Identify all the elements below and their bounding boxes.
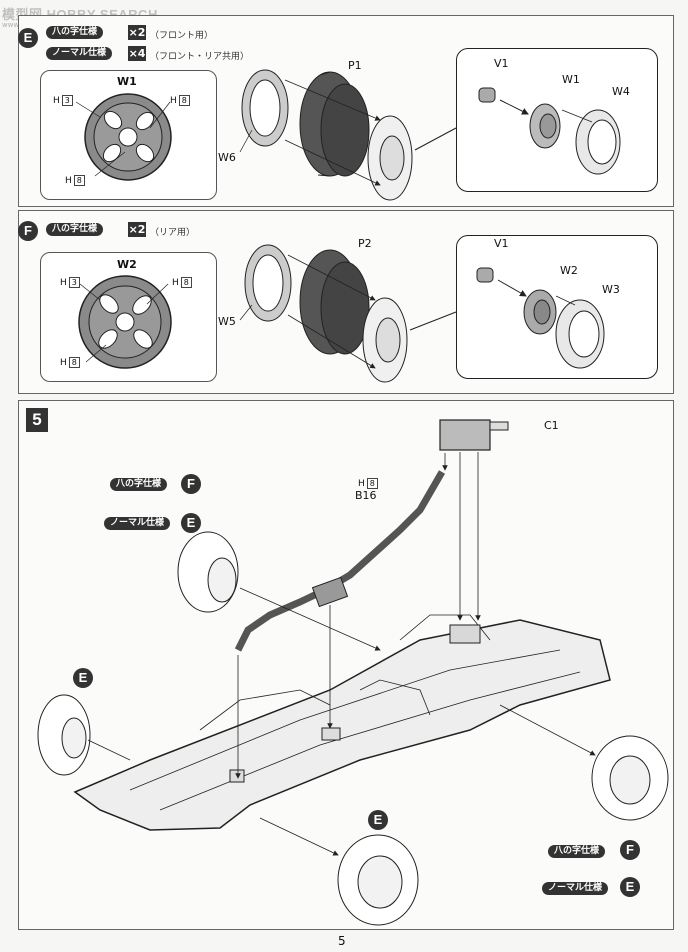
legend-bottom-style-e: ノーマル仕様: [542, 882, 609, 895]
panel-f-note: （リア用）: [150, 228, 196, 238]
wheel-w2-label: W2: [117, 258, 137, 271]
wheel-marker-bottom: E: [368, 810, 388, 830]
legend-bottom-marker-f: F: [620, 840, 640, 860]
tire-assembly-e-drawing: [239, 69, 457, 201]
step-number: 5: [26, 408, 48, 432]
panel-e-style-2: ノーマル仕様: [46, 47, 113, 60]
panel-e-style-1: 八の字仕様: [46, 26, 104, 39]
legend-bottom-style-f: 八の字仕様: [548, 845, 606, 858]
inset-f-v1: V1: [494, 237, 509, 250]
part-p2-label: P2: [358, 237, 372, 250]
panel-f-marker: F: [18, 221, 38, 241]
panel-e-note-2: （フロント・リア共用）: [150, 52, 250, 62]
panel-f-style: 八の字仕様: [46, 223, 104, 236]
part-c1-label: C1: [544, 419, 559, 432]
wheel-w1-label: W1: [117, 75, 137, 88]
panel-f-detail-inset: [456, 235, 658, 379]
panel-e-qty-1: ×2: [128, 25, 146, 40]
wheel-w1-drawing: [75, 93, 172, 181]
wheel-marker-left: E: [73, 668, 93, 688]
chassis-drawing: [73, 419, 611, 831]
part-b16-label: B16: [355, 489, 377, 502]
inset-e-v1: V1: [494, 57, 509, 70]
inset-f-w2: W2: [560, 264, 578, 277]
legend-top-style-f: 八の字仕様: [110, 478, 168, 491]
part-w6-label: W6: [218, 151, 236, 164]
step5-wheels-drawing: [37, 531, 669, 926]
page-number: 5: [338, 934, 346, 948]
inset-e-w1: W1: [562, 73, 580, 86]
wheel-w2-drawing: [78, 275, 172, 369]
panel-f-qty: ×2: [128, 222, 146, 237]
inset-f-w3: W3: [602, 283, 620, 296]
part-w5-label: W5: [218, 315, 236, 328]
inset-f-drawing: [476, 267, 605, 369]
inset-e-w4: W4: [612, 85, 630, 98]
legend-bottom-marker-e: E: [620, 877, 640, 897]
tire-assembly-f-drawing: [239, 244, 457, 383]
legend-top-marker-e: E: [181, 513, 201, 533]
inset-e-drawing: [478, 87, 621, 175]
part-p1-label: P1: [348, 59, 362, 72]
legend-top-marker-f: F: [181, 474, 201, 494]
panel-e-qty-2: ×4: [128, 46, 146, 61]
legend-top-style-e: ノーマル仕様: [104, 517, 171, 530]
panel-e-note-1: （フロント用）: [150, 31, 214, 41]
panel-e-marker: E: [18, 28, 38, 48]
